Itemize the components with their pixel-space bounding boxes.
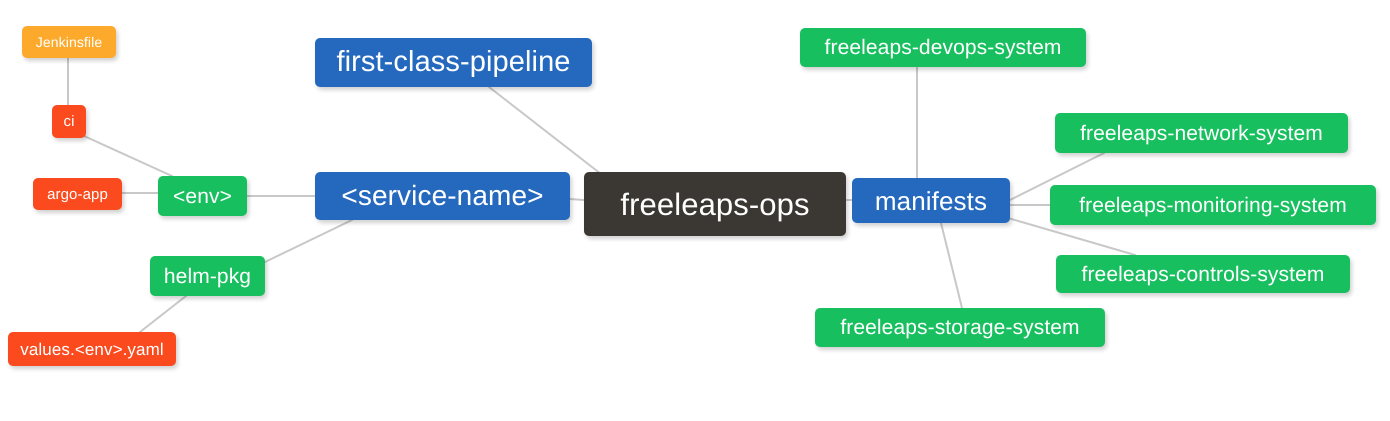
node-freeleaps-ops[interactable]: freeleaps-ops	[584, 172, 846, 236]
node-argo-app[interactable]: argo-app	[33, 178, 122, 210]
edge-freeleaps-ops-to-first-class-pipeline	[488, 86, 602, 175]
node-first-class-pipeline[interactable]: first-class-pipeline	[315, 38, 592, 87]
node-freeleaps-controls-system-label: freeleaps-controls-system	[1081, 262, 1325, 286]
node-first-class-pipeline-label: first-class-pipeline	[336, 46, 571, 78]
node-jenkinsfile-label: Jenkinsfile	[35, 34, 103, 50]
node-env-label: <env>	[173, 184, 232, 208]
node-freeleaps-ops-label: freeleaps-ops	[620, 186, 810, 222]
node-freeleaps-controls-system[interactable]: freeleaps-controls-system	[1056, 255, 1350, 293]
node-values-yaml-label: values.<env>.yaml	[20, 339, 164, 359]
node-argo-app-label: argo-app	[47, 185, 108, 203]
node-freeleaps-monitoring-system-label: freeleaps-monitoring-system	[1079, 193, 1347, 217]
edge-manifests-to-storage	[940, 222, 963, 309]
node-jenkinsfile[interactable]: Jenkinsfile	[22, 26, 116, 58]
node-freeleaps-network-system-label: freeleaps-network-system	[1080, 121, 1323, 145]
edge-helm-pkg-to-values-yaml	[139, 295, 187, 333]
node-freeleaps-storage-system-label: freeleaps-storage-system	[840, 316, 1080, 339]
node-helm-pkg-label: helm-pkg	[163, 264, 252, 288]
node-freeleaps-monitoring-system[interactable]: freeleaps-monitoring-system	[1050, 185, 1376, 225]
node-freeleaps-devops-system-label: freeleaps-devops-system	[824, 36, 1062, 59]
edge-env-to-ci	[83, 135, 173, 177]
edge-service-name-to-helm-pkg	[264, 219, 353, 263]
node-ci-label: ci	[63, 113, 75, 130]
node-env[interactable]: <env>	[158, 176, 247, 216]
node-values-yaml[interactable]: values.<env>.yaml	[8, 332, 176, 366]
node-service-name[interactable]: <service-name>	[315, 172, 570, 220]
node-ci[interactable]: ci	[52, 105, 86, 138]
node-freeleaps-network-system[interactable]: freeleaps-network-system	[1055, 113, 1348, 153]
node-helm-pkg[interactable]: helm-pkg	[150, 256, 265, 296]
node-freeleaps-devops-system[interactable]: freeleaps-devops-system	[800, 28, 1086, 67]
node-manifests-label: manifests	[874, 185, 988, 216]
node-freeleaps-storage-system[interactable]: freeleaps-storage-system	[815, 308, 1105, 347]
node-manifests[interactable]: manifests	[852, 178, 1010, 223]
edge-freeleaps-ops-to-service-name	[569, 198, 585, 201]
node-service-name-label: <service-name>	[341, 180, 544, 211]
